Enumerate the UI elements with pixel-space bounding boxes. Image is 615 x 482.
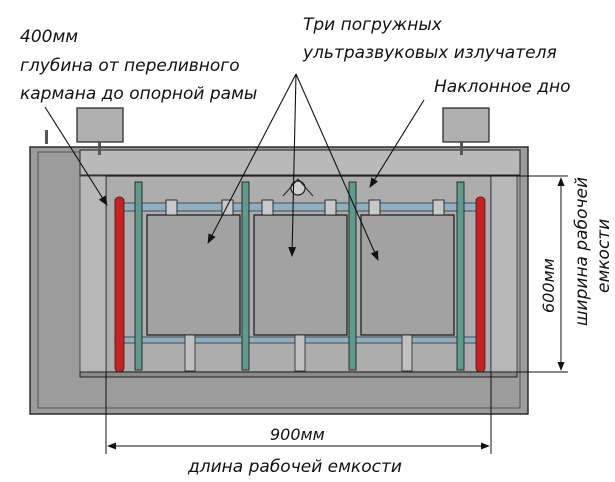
depth-label-line1: 400мм [20,27,78,47]
length-value: 900мм [270,425,325,444]
width-dimension [491,175,568,373]
depth-label-line3: кармана до опорной рамы [20,84,257,104]
pump-housing-left [76,107,124,143]
hanger-hook [290,180,306,196]
overflow-pocket [79,149,521,176]
width-caption-line2: емкости [594,219,614,293]
tank-inner-wall [490,175,518,373]
ultrasonic-emitter-left [146,214,241,372]
frame-posts [134,181,465,371]
length-caption: длина рабочей емкости [187,457,402,477]
sloped-bottom [79,371,518,378]
heater-right [475,196,486,373]
emitters-label-line1: Три погружных [303,15,443,35]
rail-clamps [165,199,445,216]
depth-label-line2: глубина от переливного [20,56,240,76]
ultrasonic-emitter-center [253,214,348,372]
tank-inner-wall [79,175,107,373]
emitters-label-line2: ультразвуковых излучателя [302,43,557,63]
ultrasonic-emitter-right [360,214,455,372]
sloped-bottom-label: Наклонное дно [434,77,571,97]
pump-housing-right [442,107,490,143]
width-caption-line1: ширина рабочей [572,177,592,326]
width-value: 600мм [539,258,558,313]
leader-lines [44,73,425,261]
heater-left [114,196,125,373]
length-dimension [105,372,492,454]
